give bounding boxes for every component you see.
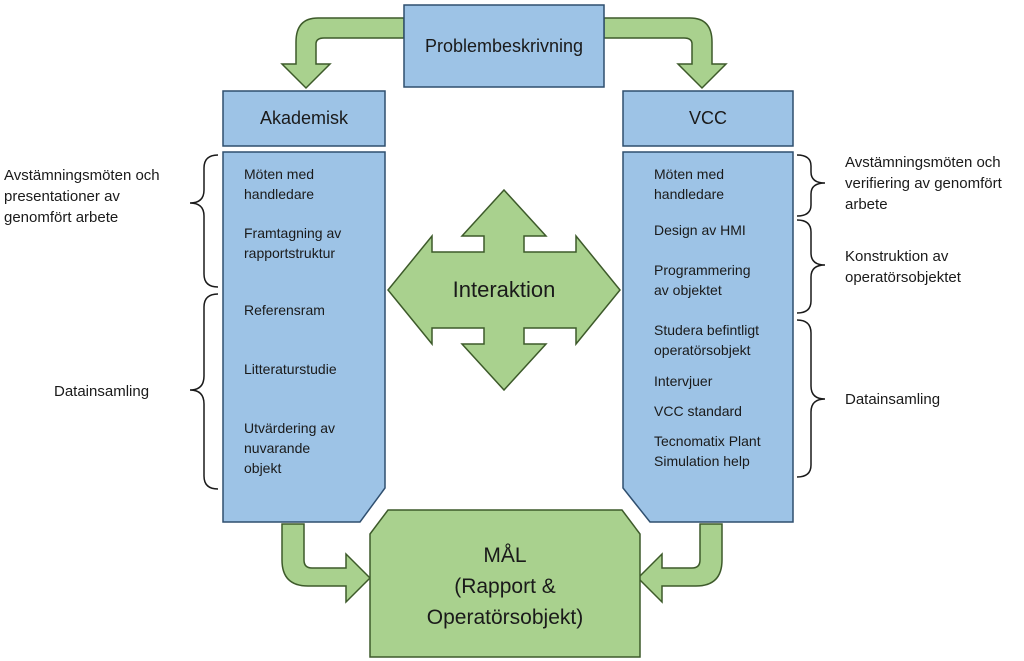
arrow-bottom-right [636, 523, 723, 604]
right-annotation: Avstämningsmöten och verifiering av geno… [845, 154, 1002, 213]
left-item: Litteraturstudie [244, 361, 337, 377]
left-item: Utvärdering av nuvarande objekt [244, 420, 336, 476]
interaction-arrow [387, 188, 621, 392]
right-item: Design av HMI [654, 222, 746, 238]
arrow-top-right [603, 17, 728, 90]
goal-line-3: Operatörsobjekt) [426, 605, 584, 629]
problem-box-title: Problembeskrivning [424, 35, 584, 56]
right-brace-1 [796, 154, 826, 217]
right-annotation: Datainsamling [845, 391, 941, 408]
right-item: Studera befintligt operatörsobjekt [654, 322, 760, 358]
right-brace-2 [796, 219, 826, 314]
right-header-box [622, 90, 794, 147]
left-item: Referensram [244, 302, 325, 318]
problem-box [403, 4, 605, 88]
right-item: VCC standard [654, 403, 742, 419]
arrow-top-left [280, 17, 405, 90]
left-column-box [222, 151, 386, 523]
right-header-title: VCC [688, 108, 727, 128]
left-annotation: Datainsamling [54, 383, 150, 400]
left-item: Möten med handledare [244, 166, 315, 202]
left-brace-1 [189, 154, 219, 288]
right-annotation: Konstruktion av operatörsobjektet [845, 248, 961, 286]
right-item: Programmering av objektet [654, 262, 751, 298]
left-brace-2 [189, 293, 219, 490]
goal-line-1: MÅL [483, 543, 527, 567]
left-header-title: Akademisk [259, 108, 349, 128]
left-item: Framtagning av rapportstruktur [244, 225, 342, 261]
goal-box [369, 509, 641, 658]
right-item: Intervjuer [654, 373, 713, 389]
right-column-box [622, 151, 794, 523]
interaction-label: Interaktion [452, 277, 556, 302]
right-brace-3 [796, 319, 826, 478]
left-header-box [222, 90, 386, 147]
arrow-bottom-left [281, 523, 372, 604]
right-item: Möten med handledare [654, 166, 725, 202]
right-item: Tecnomatix Plant Simulation help [654, 433, 761, 469]
goal-text: MÅL (Rapport & Operatörsobjekt) [370, 526, 640, 646]
left-annotation: Avstämningsmöten och presentationer av g… [4, 167, 160, 226]
goal-line-2: (Rapport & [454, 574, 556, 598]
